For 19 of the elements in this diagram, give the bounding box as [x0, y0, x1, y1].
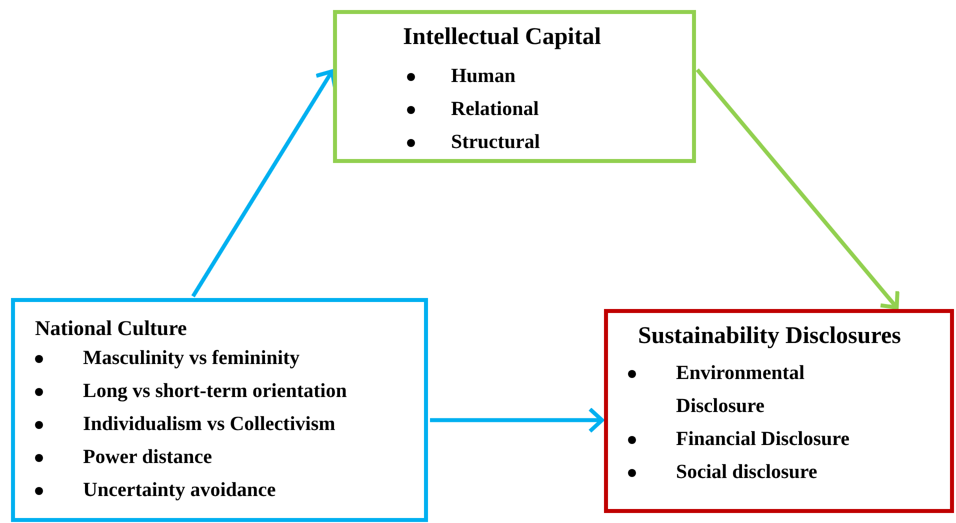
list-item: Human: [451, 64, 516, 89]
arrow: [696, 68, 900, 310]
concept-box: [333, 10, 696, 163]
list-item: Masculinity vs femininity: [83, 346, 300, 371]
concept-box: [604, 309, 954, 513]
list-item: Environmental Disclosure: [676, 361, 806, 419]
concept-box: [11, 298, 428, 522]
list-item: Structural: [451, 130, 540, 155]
box-heading: National Culture: [35, 316, 187, 341]
arrow: [430, 407, 604, 434]
list-item: Individualism vs Collectivism: [83, 412, 336, 437]
list-item: Financial Disclosure: [676, 427, 850, 452]
box-heading: Sustainability Disclosures: [638, 323, 901, 350]
list-item: Uncertainty avoidance: [83, 478, 276, 503]
list-item: Relational: [451, 97, 539, 122]
box-heading: Intellectual Capital: [403, 24, 601, 51]
list-item: Power distance: [83, 445, 212, 470]
list-item: Social disclosure: [676, 460, 818, 485]
list-item: Long vs short-term orientation: [83, 379, 347, 404]
